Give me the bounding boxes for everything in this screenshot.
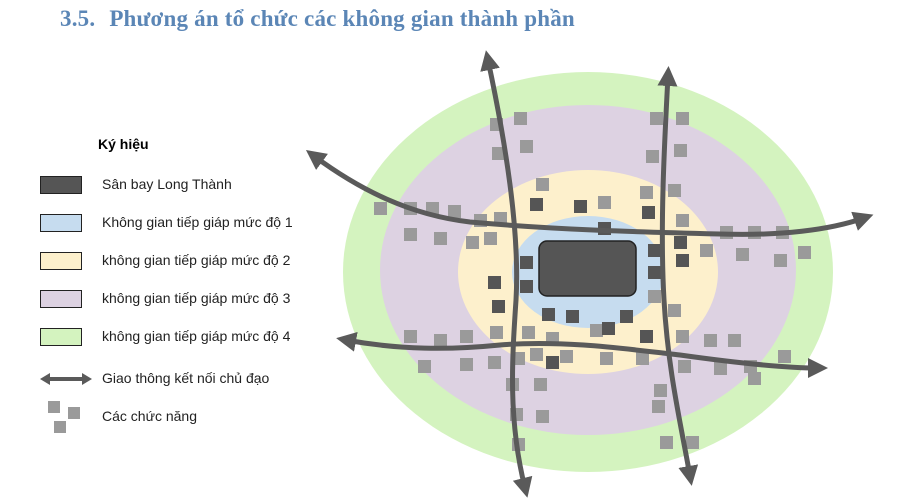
function-block: [530, 348, 543, 361]
legend-item-zone-2: không gian tiếp giáp mức độ 2: [38, 251, 358, 271]
function-block: [514, 112, 527, 125]
function-block: [650, 112, 663, 125]
legend-label: không gian tiếp giáp mức độ 4: [102, 328, 291, 344]
function-blocks-icon: [48, 401, 80, 433]
function-block: [678, 360, 691, 373]
function-block: [418, 360, 431, 373]
section-number: 3.5.: [60, 6, 96, 31]
legend-item-airport: Sân bay Long Thành: [38, 175, 358, 195]
function-block: [704, 334, 717, 347]
function-block: [434, 334, 447, 347]
legend-item-zone-3: không gian tiếp giáp mức độ 3: [38, 289, 358, 309]
legend-item-road: Giao thông kết nối chủ đạo: [38, 369, 358, 389]
legend-item-functions: Các chức năng: [38, 401, 358, 433]
function-block: [728, 334, 741, 347]
function-block: [668, 184, 681, 197]
legend-title: Ký hiệu: [98, 136, 149, 152]
function-block: [600, 352, 613, 365]
road-north-horizontal: [305, 150, 874, 237]
section-title: Phương án tổ chức các không gian thành p…: [109, 6, 575, 31]
legend-swatch-airport: [40, 176, 82, 194]
function-block: [542, 308, 555, 321]
function-block: [520, 280, 533, 293]
legend-item-zone-4: không gian tiếp giáp mức độ 4: [38, 327, 358, 347]
function-block: [676, 330, 689, 343]
function-block: [404, 330, 417, 343]
function-block: [466, 236, 479, 249]
legend-label: Giao thông kết nối chủ đạo: [102, 370, 270, 386]
function-block: [686, 436, 699, 449]
function-block: [648, 244, 661, 257]
legend-label: Các chức năng: [102, 408, 197, 424]
function-block: [668, 304, 681, 317]
function-block: [590, 324, 603, 337]
long-thanh-airport: [538, 240, 637, 297]
function-block: [520, 140, 533, 153]
function-block: [602, 322, 615, 335]
legend-label: không gian tiếp giáp mức độ 3: [102, 290, 291, 306]
function-block: [546, 356, 559, 369]
function-block: [636, 352, 649, 365]
main-roads: [305, 50, 874, 498]
road-east-vertical: [657, 66, 699, 486]
legend-swatch-zone-3: [40, 290, 82, 308]
function-block: [536, 178, 549, 191]
function-block: [700, 244, 713, 257]
function-block: [598, 196, 611, 209]
function-block: [530, 198, 543, 211]
legend-swatch-zone-2: [40, 252, 82, 270]
road-west-vertical: [480, 50, 533, 498]
function-block: [642, 206, 655, 219]
function-block: [566, 310, 579, 323]
function-block: [404, 228, 417, 241]
function-block: [520, 256, 533, 269]
section-heading: 3.5. Phương án tổ chức các không gian thà…: [60, 6, 575, 32]
function-block: [674, 236, 687, 249]
function-block: [748, 372, 761, 385]
function-block: [492, 300, 505, 313]
function-block: [488, 276, 501, 289]
function-block: [798, 246, 811, 259]
function-block: [648, 266, 661, 279]
function-block: [448, 205, 461, 218]
function-block: [774, 254, 787, 267]
function-block: [676, 214, 689, 227]
legend-item-zone-1: Không gian tiếp giáp mức độ 1: [38, 213, 358, 233]
legend-label: Sân bay Long Thành: [102, 176, 232, 192]
function-block: [652, 400, 665, 413]
function-block: [640, 330, 653, 343]
function-block: [460, 358, 473, 371]
function-block: [536, 410, 549, 423]
function-block: [574, 200, 587, 213]
legend-swatch-zone-1: [40, 214, 82, 232]
function-block: [646, 150, 659, 163]
function-block: [676, 112, 689, 125]
function-block: [620, 310, 633, 323]
legend-swatch-zone-4: [40, 328, 82, 346]
function-block: [640, 186, 653, 199]
function-block: [660, 436, 673, 449]
legend-label: Không gian tiếp giáp mức độ 1: [102, 214, 293, 230]
function-block: [654, 384, 667, 397]
double-arrow-icon: [40, 373, 92, 385]
function-block: [674, 144, 687, 157]
function-block: [714, 362, 727, 375]
function-block: [488, 356, 501, 369]
function-block: [534, 378, 547, 391]
function-block: [434, 232, 447, 245]
function-block: [484, 232, 497, 245]
road-south-horizontal: [336, 331, 828, 378]
function-block: [522, 326, 535, 339]
function-block: [736, 248, 749, 261]
function-block: [676, 254, 689, 267]
function-block: [560, 350, 573, 363]
function-block: [648, 290, 661, 303]
function-block: [374, 202, 387, 215]
function-block: [778, 350, 791, 363]
function-block: [460, 330, 473, 343]
function-block: [490, 326, 503, 339]
legend-label: không gian tiếp giáp mức độ 2: [102, 252, 291, 268]
